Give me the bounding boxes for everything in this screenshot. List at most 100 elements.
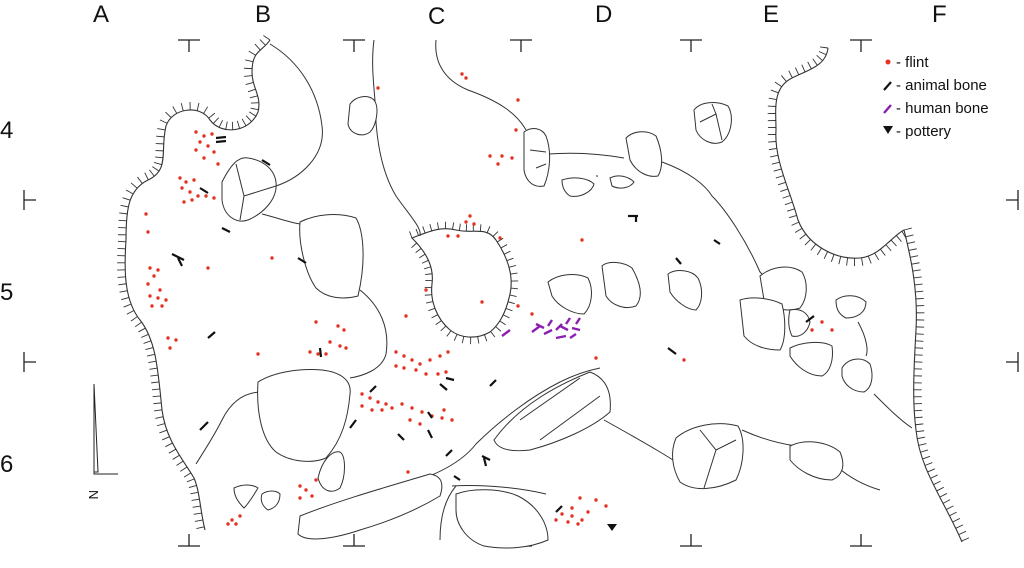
flint-mark — [408, 418, 412, 422]
flint-mark — [514, 128, 518, 132]
column-label: E — [763, 1, 779, 28]
flint-mark — [390, 406, 394, 410]
animal-bone-mark — [349, 419, 357, 429]
flint-mark — [174, 338, 178, 342]
human-bone-mark — [569, 333, 577, 339]
legend: - flint - animal bone - human bone - pot… — [883, 54, 989, 140]
human-bone-mark — [565, 317, 571, 325]
flint-mark — [516, 304, 520, 308]
legend-label-human-bone: human bone — [905, 100, 988, 117]
flint-mark — [184, 180, 188, 184]
flint-mark — [400, 402, 404, 406]
flint-mark — [446, 234, 450, 238]
flint-mark — [204, 194, 208, 198]
human-bone-mark — [571, 326, 581, 332]
flint-mark — [148, 266, 152, 270]
animal-bone-mark — [369, 385, 377, 393]
flint-mark — [554, 518, 558, 522]
svg-text:- human bone: - human bone — [896, 100, 989, 117]
flint-mark — [376, 86, 380, 90]
animal-bone-mark — [445, 376, 455, 382]
grid-mark-side — [23, 190, 1019, 372]
flint-mark — [210, 132, 214, 136]
flint-mark — [442, 408, 446, 412]
flint-mark — [394, 350, 398, 354]
column-label: F — [932, 1, 947, 28]
human-bone-mark — [547, 319, 553, 327]
flint-mark — [500, 154, 504, 158]
flint-mark — [212, 196, 216, 200]
animal-bone-mark — [805, 315, 815, 323]
row-label: 4 — [0, 117, 13, 144]
flint-mark — [342, 328, 346, 332]
flint-mark — [594, 498, 598, 502]
flint-mark — [410, 406, 414, 410]
flint-mark — [394, 364, 398, 368]
animal-bone-mark — [215, 135, 227, 140]
flint-mark — [360, 404, 364, 408]
flint-mark — [460, 72, 464, 76]
flint-mark — [206, 266, 210, 270]
flint-mark — [370, 408, 374, 412]
flint-mark — [820, 320, 824, 324]
flint-mark — [298, 484, 302, 488]
legend-prefix: - — [896, 77, 905, 94]
flint-mark — [202, 156, 206, 160]
flint-mark — [420, 410, 424, 414]
legend-prefix: - — [896, 100, 905, 117]
flint-mark — [360, 392, 364, 396]
grid-marks — [23, 39, 1019, 547]
row-label: 5 — [0, 279, 13, 306]
cave-wall-west — [117, 35, 271, 531]
animal-bone-mark — [489, 379, 497, 387]
animal-bone-mark — [555, 505, 563, 513]
flint-mark — [310, 494, 314, 498]
column-label: D — [595, 1, 612, 28]
flint-mark — [570, 514, 574, 518]
flint-mark — [472, 222, 476, 226]
flint-mark — [270, 256, 274, 260]
flint-mark — [226, 522, 230, 526]
flint-mark — [444, 370, 448, 374]
flint-mark — [570, 506, 574, 510]
flint-mark — [146, 230, 150, 234]
flint-mark — [438, 354, 442, 358]
flint-mark — [196, 194, 200, 198]
flint-mark — [314, 478, 318, 482]
column-label: C — [428, 3, 445, 30]
flint-mark — [580, 518, 584, 522]
flint-mark — [480, 300, 484, 304]
flint-mark — [406, 470, 410, 474]
animal-bone-mark — [261, 159, 271, 166]
grid-column-labels: A B C D E F — [93, 1, 947, 30]
flint-mark — [424, 288, 428, 292]
flint-mark — [150, 304, 154, 308]
flint-mark — [194, 148, 198, 152]
animal-bone-mark — [199, 421, 209, 431]
flint-mark — [384, 402, 388, 406]
legend-item-animal-bone: - animal bone — [883, 77, 987, 94]
flint-mark — [316, 352, 320, 356]
flint-mark — [146, 282, 150, 286]
flint-mark — [156, 268, 160, 272]
flint-mark — [194, 130, 198, 134]
flint-mark — [336, 324, 340, 328]
flint-mark — [152, 274, 156, 278]
flint-mark — [380, 408, 384, 412]
flint-mark — [206, 144, 210, 148]
flint-mark — [216, 162, 220, 166]
flint-mark — [414, 368, 418, 372]
flint-mark — [158, 288, 162, 292]
animal-bone-mark — [445, 449, 453, 457]
grid-mark-bottom — [178, 534, 872, 547]
flint-mark — [594, 356, 598, 360]
animal-bone-mark — [481, 455, 491, 461]
flint-mark — [440, 416, 444, 420]
human-bone-mark — [559, 324, 569, 332]
flint-mark — [324, 352, 328, 356]
pottery-finds — [607, 524, 617, 531]
flint-mark — [464, 220, 468, 224]
flint-mark — [314, 320, 318, 324]
animal-bone-mark — [453, 475, 461, 481]
